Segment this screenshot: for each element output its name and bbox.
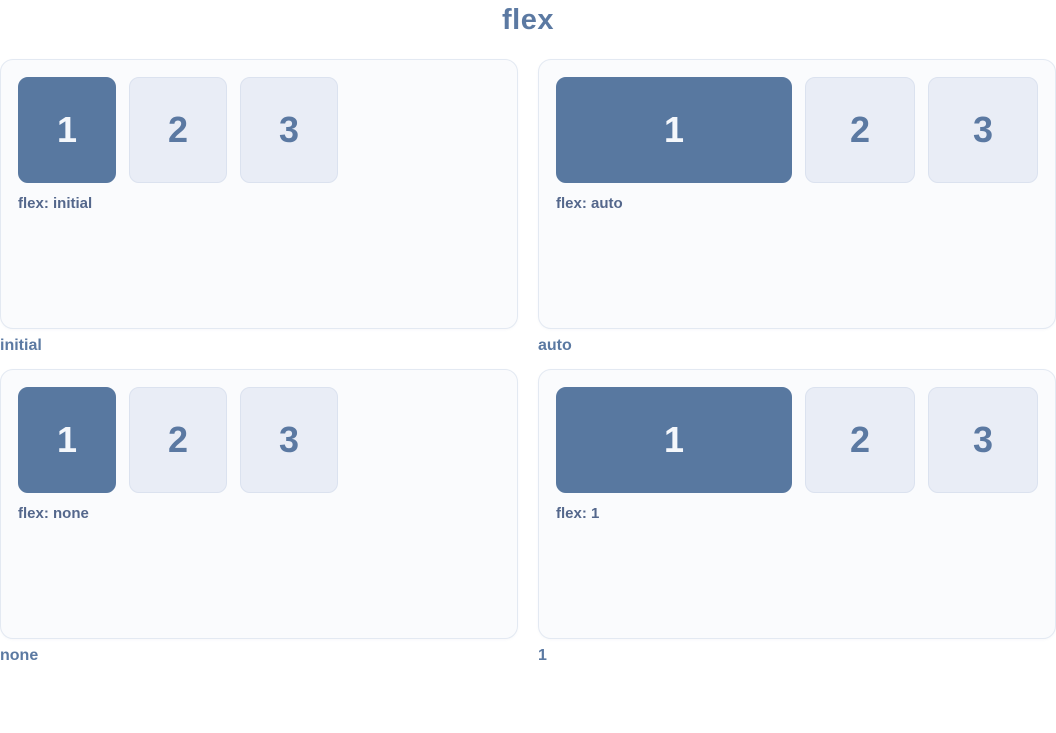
flex-item-1: 1 [556,387,792,493]
flex-item-2: 2 [129,387,227,493]
flex-value-caption: flex: initial [18,195,93,212]
flex-demo-panel-initial: 1 2 3 flex: initial [0,59,518,329]
flex-value-caption: flex: 1 [556,505,600,522]
demo-cell-auto: 1 2 3 flex: auto auto [538,59,1056,369]
demo-label-initial: initial [0,337,42,354]
flex-container: 1 2 3 [18,387,500,493]
demo-cell-initial: 1 2 3 flex: initial initial [0,59,518,369]
flex-item-1: 1 [18,77,116,183]
flex-demo-panel-1: 1 2 3 flex: 1 [538,369,1056,639]
flex-item-1: 1 [18,387,116,493]
flex-container: 1 2 3 [18,77,500,183]
flex-demo-panel-none: 1 2 3 flex: none [0,369,518,639]
flex-demo-panel-auto: 1 2 3 flex: auto [538,59,1056,329]
flex-value-caption: flex: auto [556,195,623,212]
demo-grid: 1 2 3 flex: initial initial 1 2 3 flex: … [0,59,1056,679]
flex-item-2: 2 [805,387,915,493]
flex-item-1: 1 [556,77,792,183]
demo-cell-none: 1 2 3 flex: none none [0,369,518,679]
demo-label-1: 1 [538,647,547,664]
flex-item-2: 2 [805,77,915,183]
demo-label-none: none [0,647,39,664]
flex-item-3: 3 [928,387,1038,493]
flex-container: 1 2 3 [556,77,1038,183]
demo-cell-1: 1 2 3 flex: 1 1 [538,369,1056,679]
flex-item-3: 3 [240,77,338,183]
flex-item-2: 2 [129,77,227,183]
flex-container: 1 2 3 [556,387,1038,493]
flex-item-3: 3 [240,387,338,493]
flex-value-caption: flex: none [18,505,89,522]
flex-item-3: 3 [928,77,1038,183]
page-title: flex [502,4,554,36]
demo-label-auto: auto [538,337,572,354]
